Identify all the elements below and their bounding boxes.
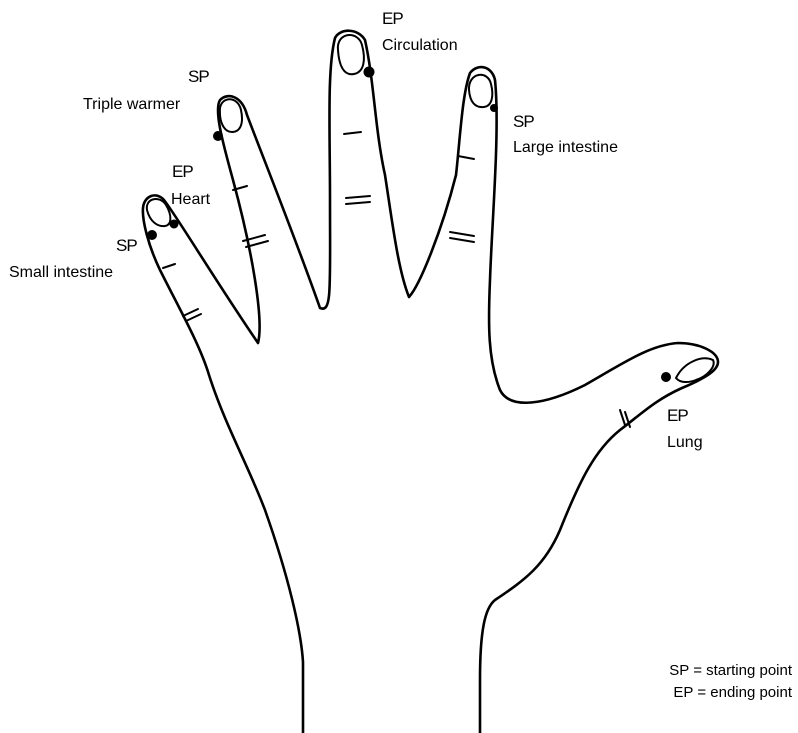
lung-meridian-label: Lung xyxy=(667,433,703,452)
nail-index-finger xyxy=(469,75,492,107)
point-lung-ep xyxy=(661,372,671,382)
small-intestine-meridian-label: Small intestine xyxy=(9,263,113,282)
small-intestine-point-code: SP xyxy=(116,236,137,255)
triple-warmer-point-code: SP xyxy=(188,67,209,86)
large-intestine-point-code: SP xyxy=(513,112,534,131)
legend-ep-entry: EP = ending point xyxy=(669,682,792,704)
legend-sp-entry: SP = starting point xyxy=(669,660,792,682)
heart-point-code: EP xyxy=(172,162,193,181)
point-small-intestine-sp xyxy=(147,230,157,240)
circulation-meridian-label: Circulation xyxy=(382,36,458,55)
heart-meridian-label: Heart xyxy=(171,190,210,209)
lung-point-code: EP xyxy=(667,406,688,425)
legend: SP = starting point EP = ending point xyxy=(669,660,792,704)
circulation-point-code: EP xyxy=(382,9,403,28)
point-large-intestine-sp xyxy=(490,104,498,112)
nail-middle-finger xyxy=(338,35,364,74)
point-triple-warmer-sp xyxy=(213,131,223,141)
large-intestine-meridian-label: Large intestine xyxy=(513,138,618,157)
triple-warmer-meridian-label: Triple warmer xyxy=(83,95,180,114)
point-heart-ep xyxy=(170,220,179,229)
point-circulation-ep xyxy=(364,67,375,78)
hand-outline xyxy=(143,31,718,733)
nail-ring-finger xyxy=(220,99,242,132)
nail-thumb xyxy=(676,358,714,382)
